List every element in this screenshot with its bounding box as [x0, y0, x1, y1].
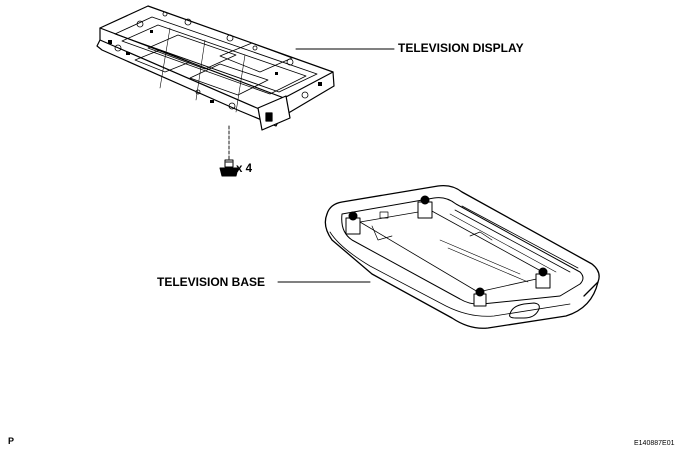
corner-letter-label: P — [8, 436, 15, 446]
television-display-label: TELEVISION DISPLAY — [398, 41, 524, 55]
screw-icon — [219, 159, 239, 177]
television-display-frame — [96, 5, 335, 131]
screw-quantity-label: x 4 — [236, 163, 252, 175]
television-base-label: TELEVISION BASE — [157, 275, 266, 289]
figure-code-label: E140887E01 — [634, 440, 675, 447]
television-base-tray — [324, 184, 600, 329]
